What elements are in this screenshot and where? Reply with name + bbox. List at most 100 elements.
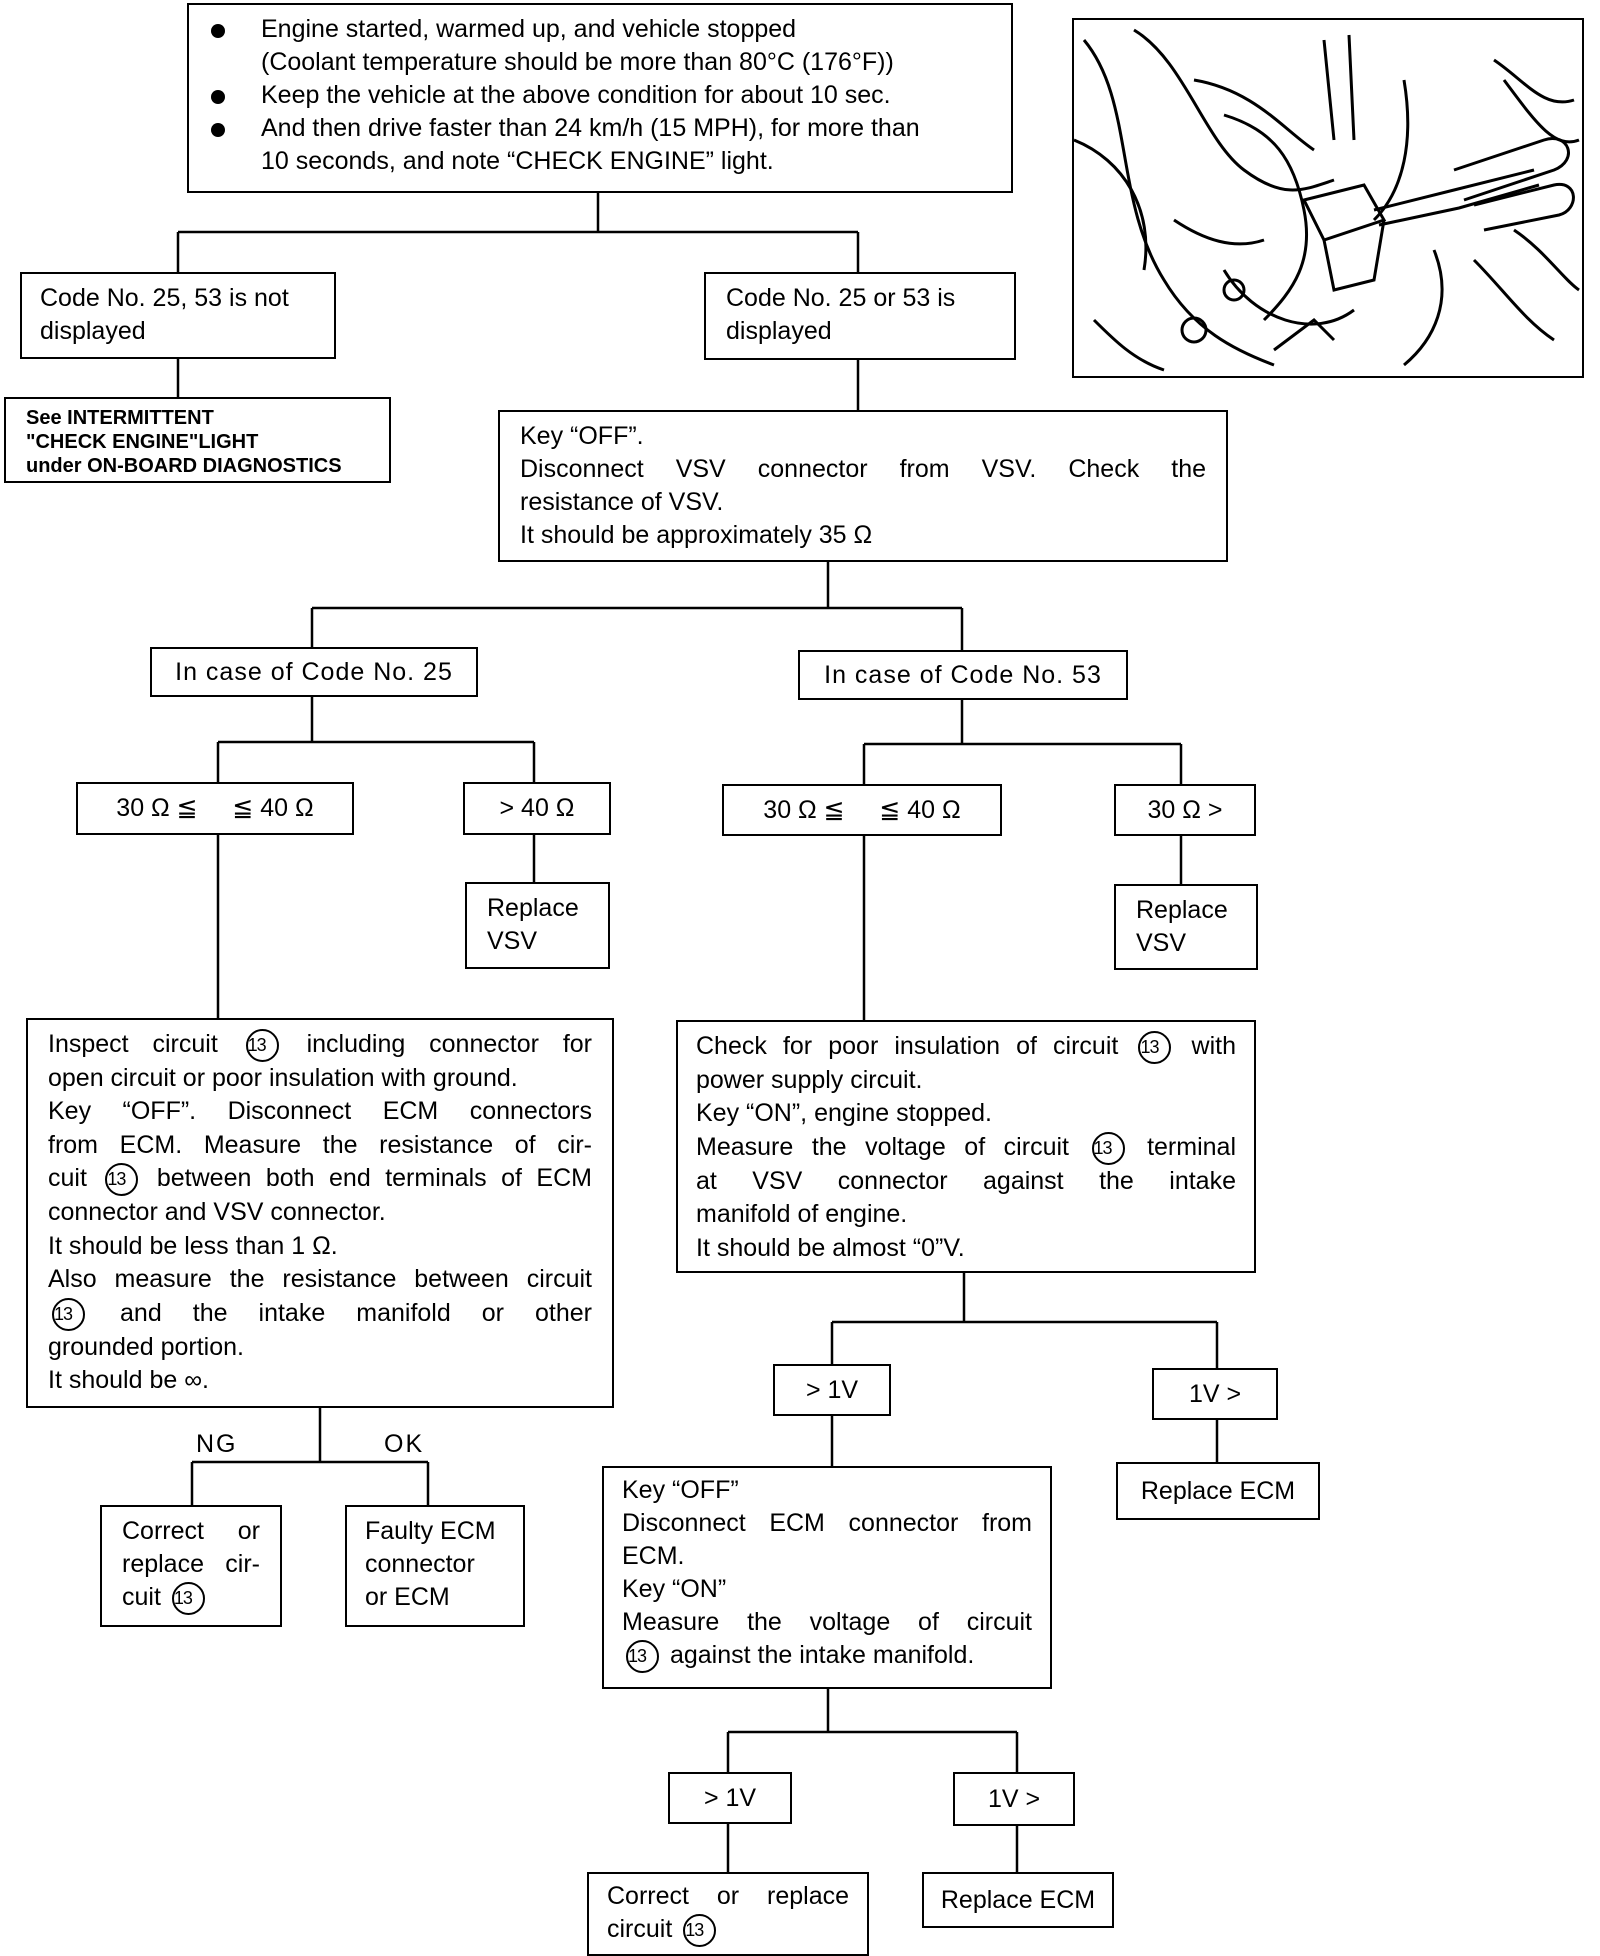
correct1-line-2: replace cir- <box>122 1548 260 1581</box>
keyoffecm-line-6: 13 against the intake manifold. <box>622 1639 1032 1673</box>
inspect-text: Also measure the resistance between circ… <box>48 1265 592 1294</box>
faulty-line-3: or ECM <box>365 1583 450 1611</box>
check-line-6: manifold of engine. <box>696 1198 1236 1232</box>
code-displayed-box: Code No. 25 or 53 is displayed <box>704 272 1016 360</box>
replace-vsv-box-25: Replace VSV <box>465 882 610 969</box>
replace-vsv-2-line-1: Replace <box>1136 896 1228 924</box>
keyoffecm-line-5: Measure the voltage of circuit <box>622 1606 1032 1639</box>
greater-1v-box-b: > 1V <box>668 1772 792 1824</box>
check-text: Check for poor insulation of circuit <box>696 1032 1135 1060</box>
circuit-number-badge: 13 <box>171 1581 205 1615</box>
inspect-text: open circuit or poor insulation with gro… <box>48 1063 518 1092</box>
start-bullet-list: Engine started, warmed up, and vehicle s… <box>261 13 991 178</box>
bullet-dot <box>211 123 225 137</box>
inspect-text: connector and VSV connector. <box>48 1198 386 1227</box>
check-text: with <box>1175 1032 1236 1060</box>
circuit-number-badge: 13 <box>105 1163 139 1197</box>
under-30-ohm-box: 30 Ω > <box>1114 784 1256 836</box>
displayed-line-1: Code No. 25 or 53 is <box>726 284 956 312</box>
not-displayed-line-2: displayed <box>40 317 146 345</box>
check-insulation-box: Check for poor insulation of circuit 13 … <box>676 1020 1256 1273</box>
bullet-dot <box>211 90 225 104</box>
start-bullet-3-line-2: 10 seconds, and note “CHECK ENGINE” ligh… <box>261 147 774 175</box>
keyoffecm-text: Measure the voltage of circuit <box>622 1608 1032 1636</box>
not-displayed-line-1: Code No. 25, 53 is not <box>40 284 289 312</box>
circuit-number-badge: 13 <box>1138 1030 1172 1064</box>
key-off-line-4: It should be approximately 35 Ω <box>520 521 873 549</box>
ok-label: OK <box>384 1430 425 1458</box>
inspect-text: cuit <box>48 1164 102 1193</box>
probe-illustration <box>1074 28 1580 372</box>
correct1-text: Correct or <box>122 1517 260 1545</box>
inspect-text: and the intake manifold or other <box>89 1298 592 1327</box>
inspect-text: It should be ∞. <box>48 1366 209 1395</box>
check-line-2: power supply circuit. <box>696 1064 1236 1098</box>
inspect-line-9: 13 and the intake manifold or other <box>48 1297 592 1331</box>
inspect-text: Inspect circuit <box>48 1030 242 1058</box>
inspect-line-11: It should be ∞. <box>48 1364 592 1398</box>
range-30-40-box-25: 30 Ω ≦ ≦ 40 Ω <box>76 782 354 835</box>
correct1-line-3: cuit 13 <box>122 1581 260 1615</box>
key-off-check-vsv-box: Key “OFF”. Disconnect VSV connector from… <box>498 410 1228 562</box>
inspect-line-2: open circuit or poor insulation with gro… <box>48 1062 592 1096</box>
circuit-number-badge: 13 <box>683 1913 717 1947</box>
key-off-line-2: Disconnect VSV connector from VSV. Check… <box>520 455 1206 483</box>
inspect-line-4: from ECM. Measure the resistance of cir- <box>48 1129 592 1163</box>
see-intermittent-box: See INTERMITTENT "CHECK ENGINE"LIGHT und… <box>4 397 391 483</box>
code-not-displayed-box: Code No. 25, 53 is not displayed <box>20 272 336 359</box>
start-bullet-1-line-2: (Coolant temperature should be more than… <box>261 48 894 76</box>
less-1v-box-a: 1V > <box>1152 1368 1278 1420</box>
check-line-3: Key “ON”, engine stopped. <box>696 1097 1236 1131</box>
check-line-1: Check for poor insulation of circuit 13 … <box>696 1030 1236 1064</box>
keyoffecm-line-1: Key “OFF” <box>622 1474 1032 1507</box>
keyoffecm-text: Key “ON” <box>622 1575 727 1603</box>
inspect-line-6: connector and VSV connector. <box>48 1196 592 1230</box>
correct1-line-1: Correct or <box>122 1515 260 1548</box>
inspect-line-10: grounded portion. <box>48 1331 592 1365</box>
check-text: at VSV connector against the intake <box>696 1166 1236 1195</box>
start-conditions-box: Engine started, warmed up, and vehicle s… <box>187 3 1013 193</box>
see-line-3: under ON-BOARD DIAGNOSTICS <box>26 455 342 477</box>
check-line-7: It should be almost “0”V. <box>696 1232 1236 1266</box>
inspect-text: from ECM. Measure the resistance of cir- <box>48 1130 592 1159</box>
case-code-53-box: In case of Code No. 53 <box>798 650 1128 700</box>
correct2-line-2: circuit 13 <box>607 1913 849 1947</box>
case-code-25-box: In case of Code No. 25 <box>150 647 478 697</box>
replace-vsv-box-53: Replace VSV <box>1114 884 1258 970</box>
check-text: Key “ON”, engine stopped. <box>696 1099 992 1128</box>
inspect-circuit-box: Inspect circuit 13 including connector f… <box>26 1018 614 1408</box>
check-text: Measure the voltage of circuit <box>696 1132 1088 1161</box>
greater-1v-box-a: > 1V <box>773 1364 891 1416</box>
inspect-text: Key “OFF”. Disconnect ECM connectors <box>48 1097 592 1126</box>
less-1v-box-b: 1V > <box>953 1772 1075 1826</box>
inspect-line-7: It should be less than 1 Ω. <box>48 1230 592 1264</box>
inspect-text: grounded portion. <box>48 1332 244 1361</box>
keyoffecm-text: against the intake manifold. <box>663 1641 975 1669</box>
keyoffecm-text: ECM. <box>622 1542 685 1570</box>
keyoffecm-text: Disconnect ECM connector from <box>622 1509 1032 1537</box>
bullet-dot <box>211 24 225 38</box>
inspect-line-3: Key “OFF”. Disconnect ECM connectors <box>48 1095 592 1129</box>
faulty-line-2: connector <box>365 1550 475 1578</box>
inspect-line-1: Inspect circuit 13 including connector f… <box>48 1028 592 1062</box>
inspect-text: It should be less than 1 Ω. <box>48 1231 338 1260</box>
check-text: terminal <box>1128 1132 1236 1161</box>
replace-vsv-1-line-2: VSV <box>487 927 538 955</box>
ng-label: NG <box>196 1430 238 1458</box>
circuit-number-badge: 13 <box>245 1028 279 1062</box>
correct1-text: replace cir- <box>122 1550 260 1578</box>
keyoffecm-text: Key “OFF” <box>622 1476 739 1504</box>
check-line-4: Measure the voltage of circuit 13 termin… <box>696 1131 1236 1165</box>
correct-replace-circuit-box-1: Correct or replace cir-cuit 13 <box>100 1505 282 1627</box>
check-text: It should be almost “0”V. <box>696 1233 965 1262</box>
circuit-number-badge: 13 <box>1091 1131 1125 1165</box>
correct1-text: cuit <box>122 1583 168 1611</box>
check-line-5: at VSV connector against the intake <box>696 1165 1236 1199</box>
see-line-2: "CHECK ENGINE"LIGHT <box>26 431 259 453</box>
circuit-number-badge: 13 <box>626 1639 659 1673</box>
correct2-text: circuit <box>607 1915 680 1943</box>
key-off-line-3: resistance of VSV. <box>520 488 724 516</box>
replace-ecm-box-2: Replace ECM <box>922 1872 1114 1928</box>
